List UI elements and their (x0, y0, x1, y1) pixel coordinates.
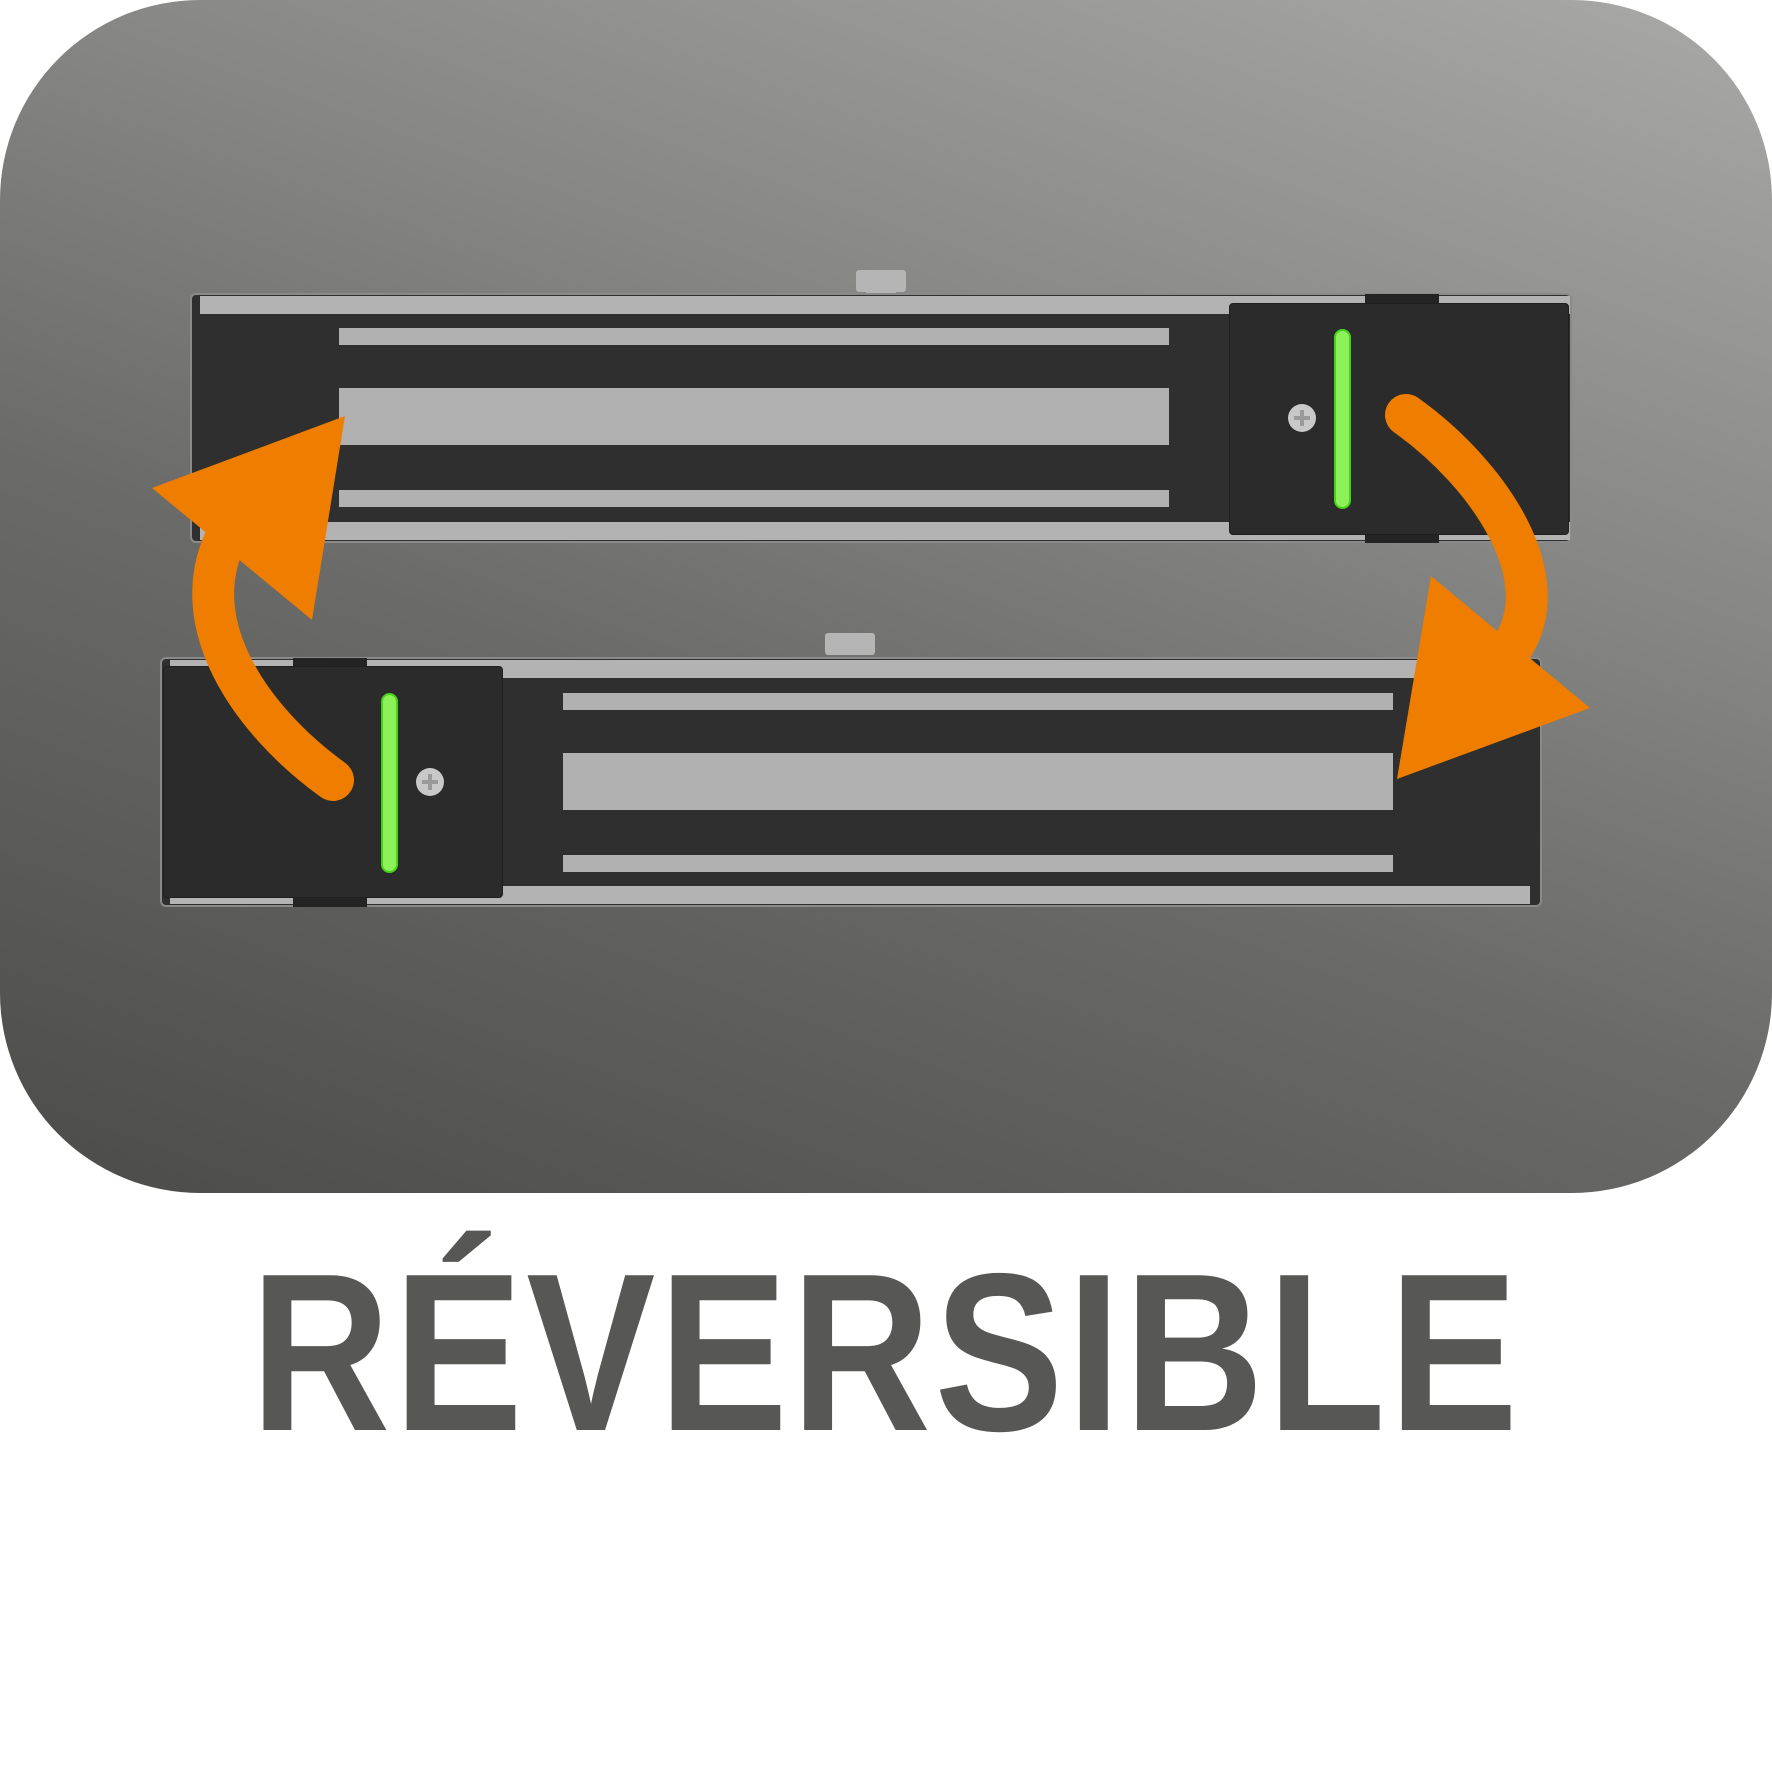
top-lock-bump (866, 285, 896, 295)
screw-icon (1288, 404, 1316, 432)
rotate-arrow-icon (152, 394, 1590, 801)
top-lock-rail (200, 522, 1570, 540)
bottom-lock-rail (170, 886, 1530, 904)
led-indicator-icon (1334, 329, 1351, 509)
screw-icon (416, 768, 444, 796)
arrow-head-down-right (1397, 576, 1590, 779)
top-lock-bar (339, 328, 1169, 345)
top-lock-rail (200, 296, 1570, 314)
page-title: RÉVERSIBLE (250, 1226, 1522, 1478)
rotate-arrow-icon (1385, 394, 1548, 671)
top-lock-bar (339, 490, 1169, 507)
bottom-lock-bar (563, 855, 1393, 872)
bottom-lock-bump (825, 633, 875, 655)
bottom-lock-tab (293, 895, 367, 907)
bottom-lock-rail (170, 660, 1530, 678)
bottom-lock-bar (563, 693, 1393, 710)
top-lock-bar (339, 388, 1169, 445)
rotate-arrow-icon (192, 509, 354, 801)
bottom-lock-bar (563, 753, 1393, 810)
arrow-head-up-left (152, 416, 345, 620)
icon-panel (0, 0, 1772, 1193)
led-indicator-icon (381, 693, 398, 873)
